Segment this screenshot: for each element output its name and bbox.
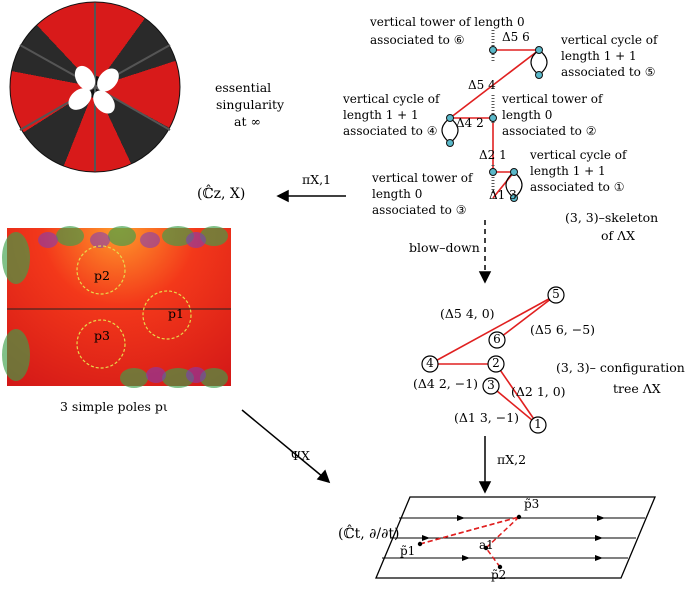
skeleton-title-1: (3, 3)–skeleton [565,210,659,225]
pole-p2-label: p2 [94,268,110,283]
tower2-line2: length 0 [502,108,553,122]
delta42-label: Δ4 2 [456,116,484,130]
tower3-line2: length 0 [372,187,423,201]
a1-label: a1 [479,538,494,552]
config-title-1: (3, 3)– configuration [556,360,685,375]
edge-54-label: (Δ5 4, 0) [440,306,495,321]
tower6-line2: associated to ⑥ [370,33,465,47]
tree-node-3: 3 [487,378,495,392]
p2-tilde-label: p̃2 [491,568,507,582]
edge-13-label: (Δ1 3, −1) [454,410,520,425]
skeleton-graph [441,30,548,202]
cycle5-line1: vertical cycle of [561,33,658,47]
skeleton-title-2: of ΛX [601,228,636,243]
edge-56-label: (Δ5 6, −5) [530,322,596,337]
singularity-label: singularity [216,97,285,112]
cycle1-line3: associated to ① [530,180,625,194]
delta56-label: Δ5 6 [502,30,530,44]
essential-label: essential [215,80,272,95]
tower3-line3: associated to ③ [372,203,467,217]
cycle1-line1: vertical cycle of [530,148,627,162]
tower3-line1: vertical tower of [372,171,473,185]
petal-shapes [68,65,119,114]
p3-tilde-label: p̃3 [524,497,540,511]
blow-down-label: blow–down [409,240,480,255]
simple-poles-caption: 3 simple poles pι [60,399,168,414]
config-title-2: tree ΛX [613,381,661,396]
delta13-label: Δ1 3 [489,188,517,202]
tower6-line1: vertical tower of length 0 [370,15,525,29]
tree-node-1: 1 [534,417,542,431]
cz-x-label: (ℂ̂z, X) [197,186,246,202]
at-infinity-label: at ∞ [234,114,261,129]
cycle4-line1: vertical cycle of [343,92,440,106]
ct-label: (ℂ̂t, ∂/∂t) [338,526,400,542]
pi-x1-label: πX,1 [302,172,332,187]
psi-x-label: ΨX [290,448,310,463]
tree-node-2: 2 [492,356,500,370]
cycle5-line3: associated to ⑤ [561,65,656,79]
tower2-line1: vertical tower of [502,92,603,106]
tree-node-6: 6 [493,332,501,346]
pi-x2-label: πX,2 [497,452,527,467]
pole-p1-label: p1 [168,306,184,321]
cycle4-line2: length 1 + 1 [343,108,419,122]
delta54-label: Δ5 4 [468,78,496,92]
cycle1-line2: length 1 + 1 [530,164,606,178]
cycle4-line3: associated to ④ [343,124,438,138]
plane-overlay [2,226,231,388]
disc-overlay [9,1,181,173]
tree-node-4: 4 [426,356,434,370]
configuration-tree [421,286,565,434]
cycle5-line2: length 1 + 1 [561,49,637,63]
edge-42-label: (Δ4 2, −1) [413,376,479,391]
pole-p3-label: p3 [94,328,110,343]
tree-node-5: 5 [552,287,560,301]
tower2-line3: associated to ② [502,124,597,138]
p1-tilde-label: p̃1 [400,544,416,558]
delta21-label: Δ2 1 [479,148,507,162]
edge-21-label: (Δ2 1, 0) [511,384,566,399]
arrows [241,189,492,494]
time-strip [375,496,656,579]
